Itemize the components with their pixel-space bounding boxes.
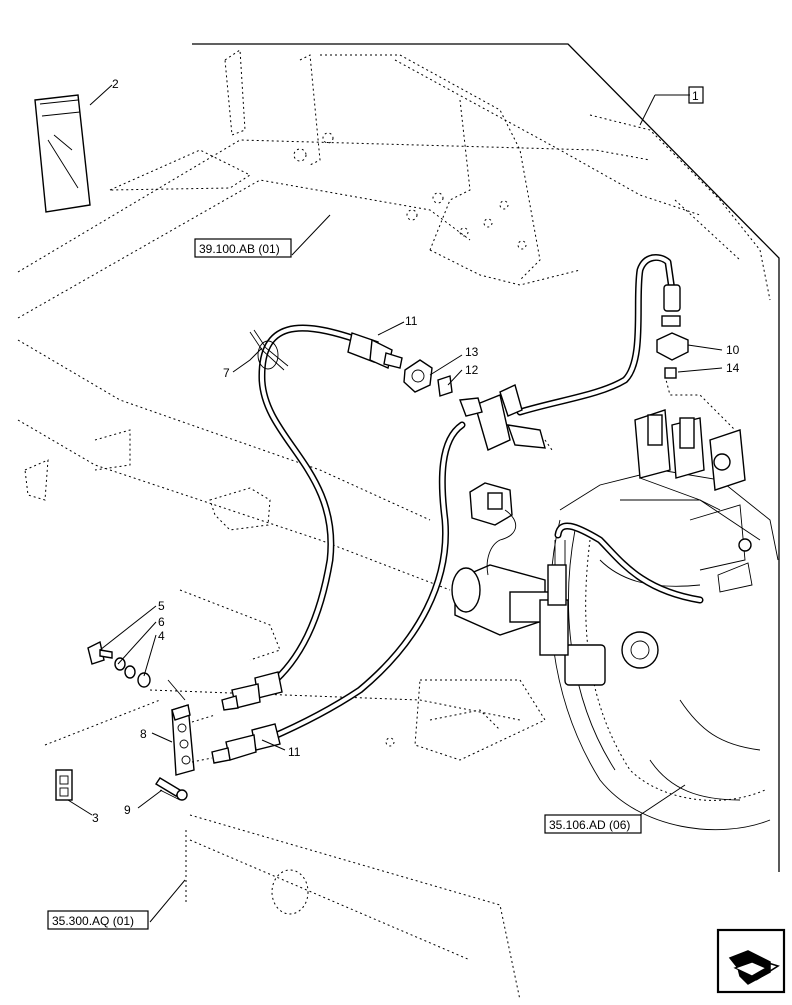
callout-11-lower: 11	[288, 745, 301, 759]
callout-9: 9	[124, 803, 131, 817]
callout-14: 14	[726, 361, 740, 375]
coupler-upper	[347, 332, 453, 397]
bracket-8	[167, 679, 216, 776]
ref-box-35300aq	[47, 910, 149, 930]
fitting-10-14	[656, 284, 689, 379]
callout-7: 7	[223, 366, 230, 380]
tee-fitting	[459, 384, 553, 451]
callout-11-upper: 11	[405, 314, 418, 328]
leader-lines	[67, 84, 723, 923]
reference-boxes: 39.100.AB (01) 35.106.AD (06) 35.300.AQ …	[47, 238, 642, 930]
callout-1: 1	[692, 89, 699, 103]
callout-3: 3	[92, 811, 99, 825]
cable-tie-7	[249, 329, 289, 371]
transmission-housing	[549, 469, 779, 831]
callout-8: 8	[140, 727, 147, 741]
decal-3	[55, 769, 73, 801]
hydraulic-pump	[451, 522, 704, 656]
callout-2: 2	[112, 77, 119, 91]
valve-block	[634, 375, 746, 511]
bolt-set-4-5-6	[87, 640, 151, 688]
chassis-outline	[17, 43, 780, 1001]
ref-35300aq: 35.300.AQ (01)	[52, 914, 134, 928]
ref-39100ab: 39.100.AB (01)	[199, 242, 280, 256]
callout-6: 6	[158, 615, 165, 629]
callout-10: 10	[726, 343, 740, 357]
hydraulic-hoses	[258, 254, 676, 742]
manual-2	[34, 94, 91, 213]
ref-box-39100ab	[194, 238, 292, 258]
callout-12: 12	[465, 363, 479, 377]
callout-13: 13	[465, 345, 479, 359]
forward-arrow-icon[interactable]	[716, 928, 786, 994]
coupler-lower	[211, 671, 283, 764]
ref-35106ad: 35.106.AD (06)	[549, 818, 630, 832]
ref-box-35106ad	[544, 814, 642, 834]
pin-9	[155, 777, 188, 801]
sensor-connector	[469, 482, 517, 576]
callout-4: 4	[158, 629, 165, 643]
callout-5: 5	[158, 599, 165, 613]
callout-labels: 1 2 3 4 5 6 7 8 9 10 11 11 12 13 14	[92, 77, 740, 825]
